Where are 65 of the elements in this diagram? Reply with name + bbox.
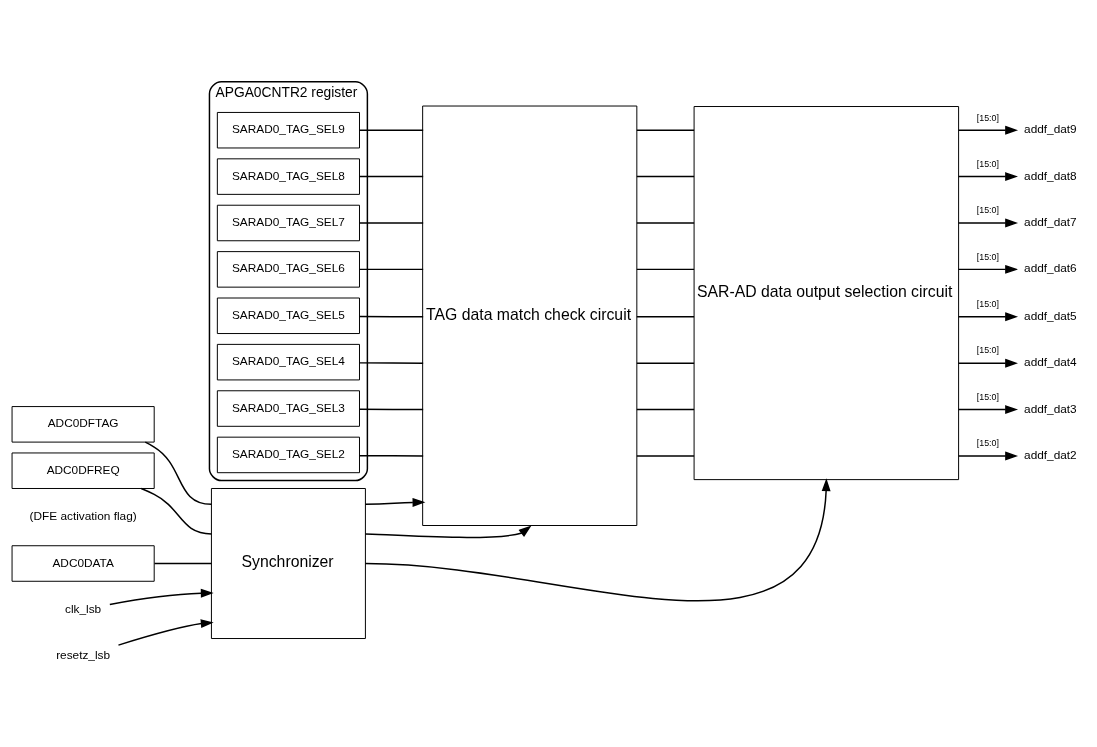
node-text: addf_dat8 [1024, 168, 1077, 183]
node-box: ADC0DFTAG [11, 405, 155, 443]
edge-label: [15:0] [976, 158, 999, 169]
node-text: resetz_lsb [56, 647, 111, 662]
arrow [364, 477, 831, 601]
connector [358, 268, 424, 270]
edge-label: [15:0] [976, 251, 999, 262]
edge-label: [15:0] [976, 437, 999, 448]
connector [636, 221, 695, 224]
connector [358, 315, 424, 317]
node-box: SARAD0_TAG_SEL3 [216, 389, 360, 427]
node-text: addf_dat5 [1024, 308, 1077, 323]
connector [636, 408, 695, 410]
node-text: addf_dat4 [1024, 354, 1077, 369]
node-box: SARAD0_TAG_SEL2 [216, 436, 360, 473]
connector [140, 487, 213, 535]
node-box: SARAD0_TAG_SEL4 [216, 343, 360, 380]
arrow [957, 171, 1018, 181]
edge-label: [15:0] [976, 391, 999, 402]
arrow [957, 404, 1018, 414]
connector [358, 408, 424, 410]
edge-label: [15:0] [976, 112, 999, 123]
arrow [364, 497, 426, 507]
connector [636, 268, 695, 270]
node-box: SAR-AD data output selection circuit [693, 105, 960, 480]
edge-label: [15:0] [976, 204, 999, 215]
connector [636, 128, 695, 131]
arrow [957, 450, 1018, 460]
arrow [957, 264, 1018, 274]
arrow [957, 218, 1018, 227]
connector [358, 175, 424, 177]
connector [144, 440, 213, 505]
arrow [109, 588, 214, 605]
connector [636, 361, 695, 364]
node-box: SARAD0_TAG_SEL6 [216, 250, 360, 288]
arrow [117, 618, 214, 646]
arrow [364, 525, 532, 538]
connector [153, 562, 213, 564]
connector [636, 454, 695, 457]
connector [636, 175, 695, 177]
node-box: Synchronizer [210, 487, 366, 639]
node-label: (DFE activation flag) [29, 508, 137, 523]
node-text: addf_dat3 [1024, 401, 1077, 416]
node-text: addf_dat7 [1024, 214, 1077, 229]
connector [636, 315, 695, 317]
node-box: TAG data match check circuit [422, 105, 638, 526]
node-box: ADC0DFREQ [11, 451, 155, 489]
connector [358, 128, 424, 131]
connector [358, 361, 424, 364]
node-box: SARAD0_TAG_SEL5 [216, 297, 360, 334]
node-box: SARAD0_TAG_SEL7 [216, 204, 360, 241]
node-text: addf_dat9 [1024, 121, 1077, 136]
node-text: addf_dat2 [1024, 447, 1077, 462]
edge-label: [15:0] [976, 344, 999, 355]
arrow [957, 311, 1018, 321]
node-box: SARAD0_TAG_SEL8 [216, 157, 360, 195]
node-text: addf_dat6 [1024, 260, 1077, 275]
connector [358, 221, 424, 224]
node-text: clk_lsb [65, 601, 102, 616]
node-box: SARAD0_TAG_SEL9 [216, 111, 360, 148]
arrow [957, 125, 1018, 135]
connector [358, 454, 424, 457]
arrow [957, 358, 1018, 368]
node-box: ADC0DATA [11, 544, 155, 582]
edge-label: [15:0] [976, 298, 999, 309]
